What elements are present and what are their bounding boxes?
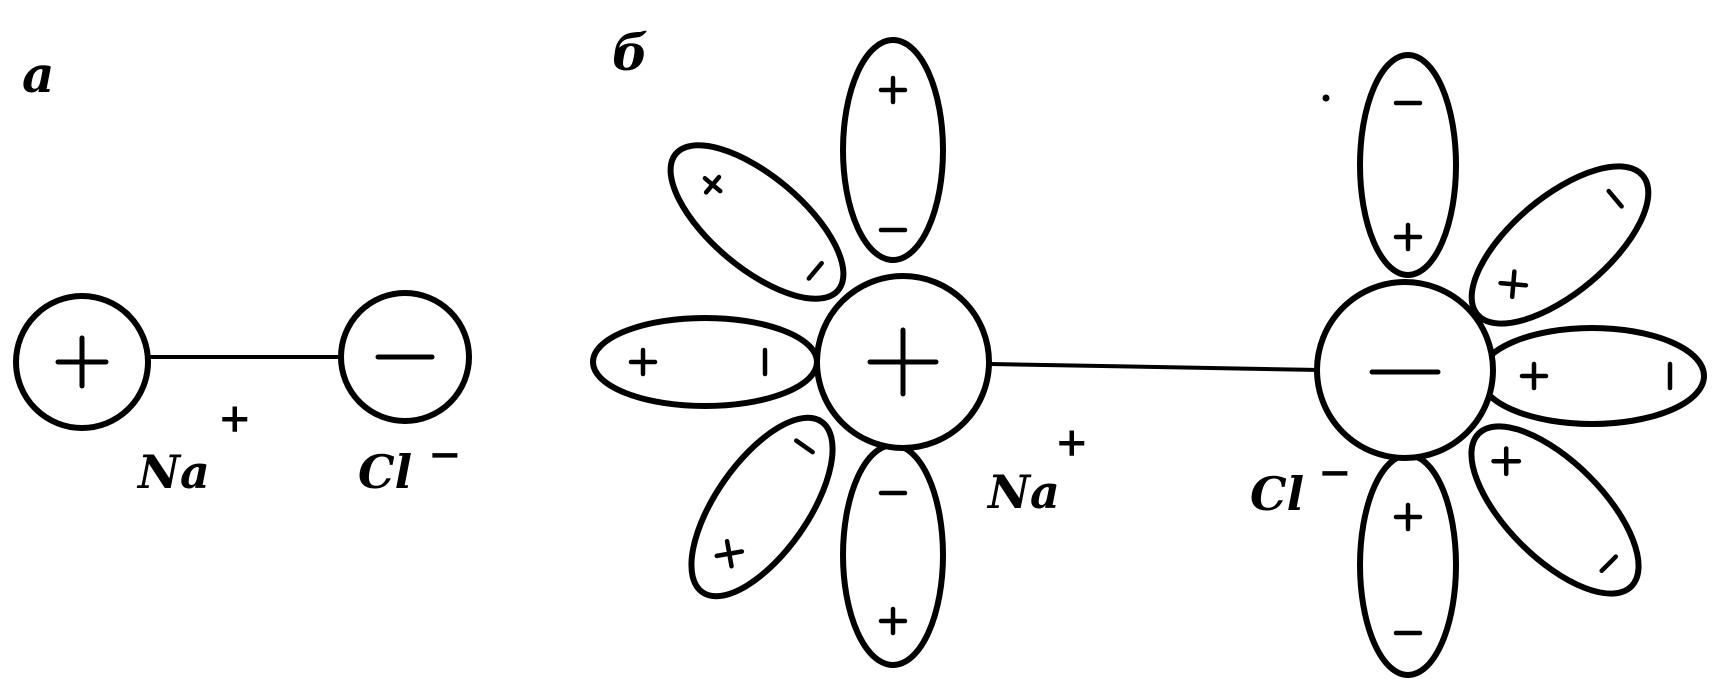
water-dipole [1480, 328, 1704, 424]
water-dipole [665, 395, 860, 618]
panel-a-na-label: Na [136, 445, 210, 499]
water-dipole [593, 318, 817, 406]
panel-b: б [593, 23, 1704, 675]
panel-a: а Na + Cl − [16, 45, 469, 499]
panel-b-cl-label: Cl [1250, 467, 1304, 521]
panel-b-na-charge: + [1055, 419, 1089, 466]
panel-a-cl-label: Cl [358, 445, 412, 499]
ink-dot [1323, 95, 1330, 102]
water-dipole [1445, 400, 1666, 621]
panel-a-cl-charge: − [428, 431, 462, 478]
panel-a-na-charge: + [218, 395, 252, 442]
water-dipole [843, 445, 943, 665]
water-dipole [1360, 455, 1456, 675]
water-dipole [1360, 55, 1456, 275]
panel-b-anion [1317, 282, 1493, 458]
panel-a-anion [341, 293, 469, 421]
panel-b-cl-charge: − [1318, 449, 1352, 496]
panel-b-na-label: Na [986, 465, 1060, 519]
panel-b-cation [817, 276, 989, 448]
water-dipole [646, 119, 868, 326]
panel-a-letter: а [22, 45, 54, 104]
panel-b-letter: б [612, 23, 648, 82]
water-dipole [843, 40, 943, 260]
panel-b-ionic-bond [990, 364, 1320, 370]
panel-a-cation [16, 296, 148, 428]
